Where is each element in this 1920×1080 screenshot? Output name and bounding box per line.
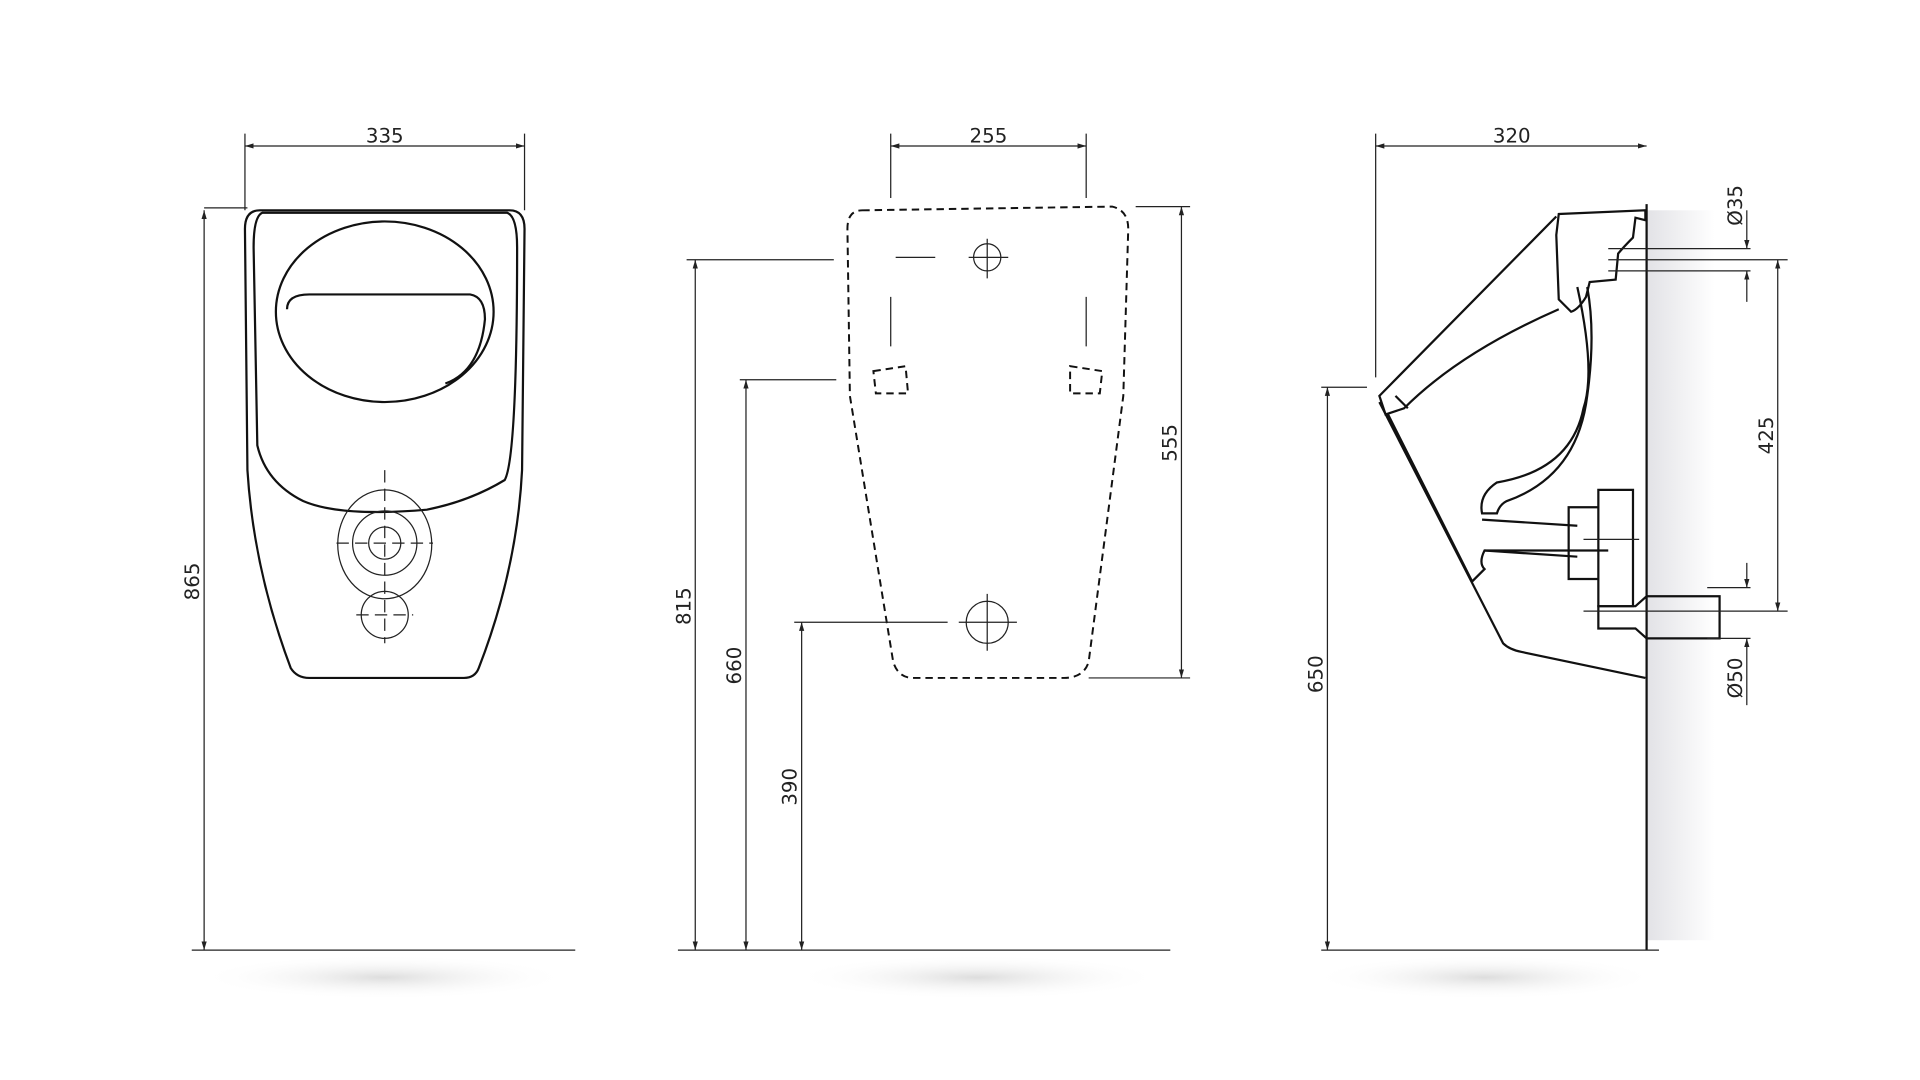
- floor-shadow: [1311, 955, 1658, 1000]
- outlet-height-label: 390: [779, 768, 802, 806]
- rim-height-label: 650: [1304, 655, 1327, 693]
- front-view: 335 865: [181, 124, 576, 951]
- rear-mount-height-label: 555: [1158, 424, 1181, 462]
- inlet-outlet-distance-label: 425: [1755, 417, 1778, 455]
- rear-view: 255 555 815 660 390: [672, 124, 1191, 951]
- outlet-diameter-label: Ø50: [1724, 658, 1747, 699]
- front-height-label: 865: [181, 563, 204, 601]
- front-width-label: 335: [366, 124, 404, 147]
- top-fixing-height-label: 815: [672, 587, 695, 625]
- inlet-diameter-label: Ø35: [1724, 185, 1747, 226]
- rear-width-label: 255: [970, 124, 1008, 147]
- side-view: 320 650 425 Ø35 Ø50: [1304, 124, 1788, 951]
- floor-shadow: [791, 955, 1163, 1000]
- wall-shade: [1646, 210, 1715, 941]
- side-depth-label: 320: [1493, 124, 1531, 147]
- side-fixing-height-label: 660: [723, 647, 746, 685]
- floor-shadow: [197, 955, 570, 1000]
